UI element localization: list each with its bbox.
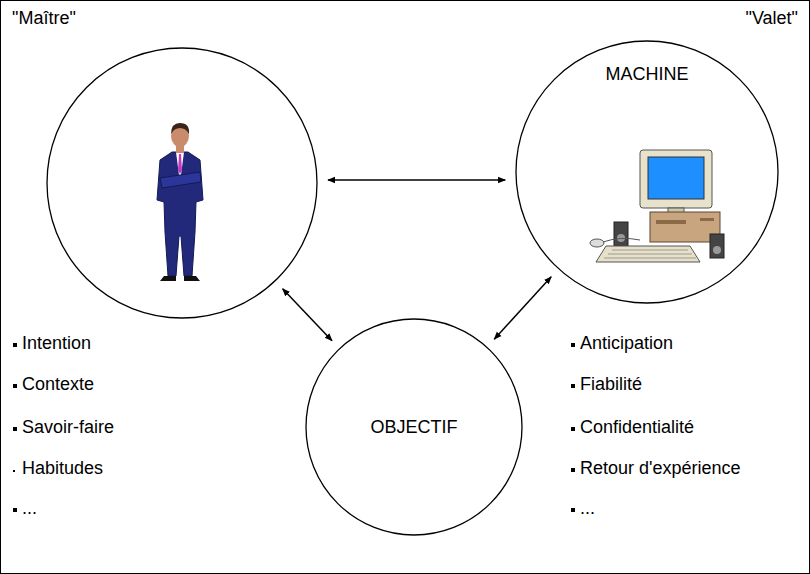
bullet-mark — [571, 427, 575, 431]
bullet-mark — [13, 470, 15, 472]
double-arrow — [328, 179, 505, 181]
double-arrow — [494, 277, 551, 339]
list-item: Habitudes — [22, 458, 103, 479]
list-item: Confidentialité — [580, 417, 694, 438]
node-title: MACHINE — [605, 64, 688, 85]
bullet-mark — [13, 343, 17, 347]
list-item: Anticipation — [580, 333, 673, 354]
node-title: OBJECTIF — [370, 417, 457, 438]
man-figure — [157, 123, 203, 281]
list-item: ... — [22, 498, 37, 519]
circle-node: "Maître" — [46, 47, 318, 319]
computer-figure — [590, 150, 724, 262]
list-item: Retour d'expérience — [580, 458, 741, 479]
role-label: "Valet" — [746, 8, 798, 29]
bullet-mark — [13, 508, 17, 512]
bullet-mark — [571, 508, 575, 512]
bullet-mark — [571, 384, 575, 388]
list-item: Contexte — [22, 374, 94, 395]
circle-node: OBJECTIF — [305, 318, 523, 536]
list-item: ... — [580, 498, 595, 519]
double-arrow — [283, 289, 332, 341]
circle-node: MACHINE"Valet" — [515, 40, 779, 304]
bullet-mark — [571, 468, 575, 472]
circle-outline — [46, 47, 318, 319]
list-item: Fiabilité — [580, 374, 642, 395]
list-item: Savoir-faire — [22, 417, 114, 438]
bullet-mark — [571, 343, 575, 347]
bullet-mark — [13, 384, 17, 388]
role-label: "Maître" — [12, 8, 76, 29]
list-item: Intention — [22, 333, 91, 354]
bullet-mark — [13, 427, 17, 431]
